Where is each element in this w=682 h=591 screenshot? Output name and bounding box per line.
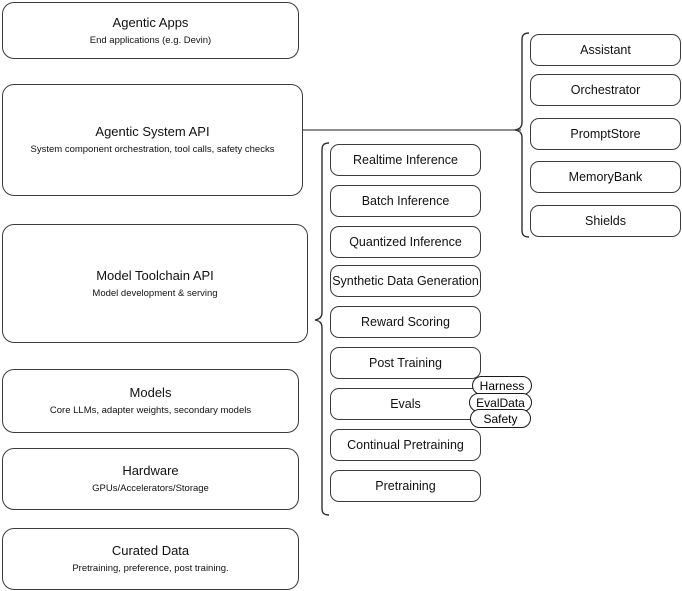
system-label: Orchestrator: [570, 83, 641, 97]
system-label: Assistant: [580, 43, 631, 57]
layer-subtitle: Model development & serving: [92, 287, 218, 299]
system-box-shields[interactable]: Shields: [530, 205, 681, 237]
system-box-memorybank[interactable]: MemoryBank: [530, 161, 681, 193]
layer-subtitle: GPUs/Accelerators/Storage: [92, 483, 209, 494]
toolchain-label: Reward Scoring: [361, 315, 450, 329]
toolchain-box-pretraining[interactable]: Pretraining: [330, 470, 481, 502]
toolchain-box-evals[interactable]: Evals: [330, 388, 481, 420]
toolchain-box-batch-inference[interactable]: Batch Inference: [330, 185, 481, 217]
system-box-orchestrator[interactable]: Orchestrator: [530, 74, 681, 106]
layer-box-model-toolchain-api[interactable]: Model Toolchain API Model development & …: [2, 224, 308, 343]
evals-badge-label: Harness: [479, 378, 525, 393]
layer-box-agentic-apps[interactable]: Agentic Apps End applications (e.g. Devi…: [2, 2, 299, 59]
system-label: MemoryBank: [568, 170, 643, 184]
evals-badge-label: EvalData: [476, 395, 525, 410]
layer-box-hardware[interactable]: Hardware GPUs/Accelerators/Storage: [2, 448, 299, 510]
layer-title: Curated Data: [111, 543, 190, 558]
layer-box-curated-data[interactable]: Curated Data Pretraining, preference, po…: [2, 528, 299, 590]
toolchain-box-synthetic-data-generation[interactable]: Synthetic Data Generation: [330, 265, 481, 297]
evals-badge-safety[interactable]: Safety: [470, 409, 531, 428]
brace-toolchain-components: [314, 142, 330, 516]
toolchain-label: Evals: [390, 397, 421, 411]
toolchain-box-reward-scoring[interactable]: Reward Scoring: [330, 306, 481, 338]
layer-box-agentic-system-api[interactable]: Agentic System API System component orch…: [2, 84, 303, 196]
system-label: Shields: [585, 214, 626, 228]
toolchain-label: Realtime Inference: [353, 153, 458, 167]
layer-subtitle: Core LLMs, adapter weights, secondary mo…: [49, 405, 252, 416]
evals-badge-label: Safety: [483, 411, 518, 426]
layer-title: Agentic Apps: [112, 14, 189, 30]
system-box-assistant[interactable]: Assistant: [530, 34, 681, 66]
layer-subtitle: System component orchestration, tool cal…: [30, 144, 275, 155]
toolchain-box-realtime-inference[interactable]: Realtime Inference: [330, 144, 481, 176]
toolchain-label: Synthetic Data Generation: [332, 274, 479, 288]
layer-title: Agentic System API: [95, 124, 210, 139]
toolchain-label: Quantized Inference: [349, 235, 462, 249]
system-label: PromptStore: [570, 127, 641, 141]
toolchain-label: Continual Pretraining: [347, 438, 464, 452]
toolchain-label: Pretraining: [375, 479, 436, 493]
system-box-promptstore[interactable]: PromptStore: [530, 118, 681, 150]
layer-title: Hardware: [122, 463, 179, 478]
layer-title: Models: [129, 385, 172, 400]
layer-title: Model Toolchain API: [96, 267, 214, 283]
toolchain-box-post-training[interactable]: Post Training: [330, 347, 481, 379]
toolchain-label: Post Training: [369, 356, 442, 370]
brace-system-components: [514, 32, 530, 238]
layer-subtitle: End applications (e.g. Devin): [89, 34, 212, 46]
layer-box-models[interactable]: Models Core LLMs, adapter weights, secon…: [2, 369, 299, 433]
toolchain-box-continual-pretraining[interactable]: Continual Pretraining: [330, 429, 481, 461]
toolchain-label: Batch Inference: [361, 194, 450, 208]
toolchain-box-quantized-inference[interactable]: Quantized Inference: [330, 226, 481, 258]
layer-subtitle: Pretraining, preference, post training.: [72, 563, 229, 574]
